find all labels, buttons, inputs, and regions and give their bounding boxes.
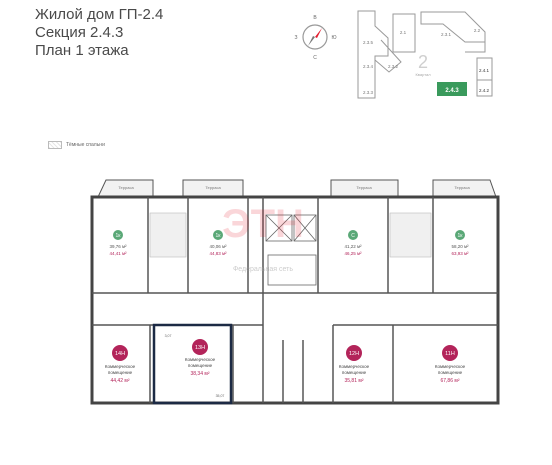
- unit-11n[interactable]: 11Н Коммерческое помещение 67,86 м²: [435, 345, 466, 384]
- floor-plan: Терраса Терраса Терраса Терраса: [90, 179, 500, 405]
- unit-area: 35,81 м²: [344, 378, 363, 384]
- unit-area-total: 46,25 м²: [344, 251, 362, 256]
- keyplan-cell: 2.4.2: [479, 88, 490, 93]
- unit-4[interactable]: 1к 58,20 м² 63,93 м²: [451, 230, 469, 256]
- terrace-label: Терраса: [356, 185, 372, 190]
- unit-area-total: 63,93 м²: [451, 251, 469, 256]
- terrace-label: Терраса: [205, 185, 221, 190]
- unit-tag-badge: [112, 345, 128, 361]
- unit-name: Коммерческое: [435, 364, 466, 369]
- keyplan-highlight: 2.4.3: [445, 88, 459, 94]
- keyplan-caption: Квартал: [415, 72, 431, 77]
- legend: Тёмные спальни: [48, 141, 105, 149]
- unit-area: 44,42 м²: [110, 378, 129, 384]
- unit-13-outline[interactable]: [152, 323, 233, 405]
- unit-area-total: 44,41 м²: [109, 251, 127, 256]
- unit-13n[interactable]: 13Н Коммерческое помещение 38,34 м² 3,07…: [165, 334, 225, 398]
- unit-tag-badge: [346, 345, 362, 361]
- unit-name: Коммерческое: [339, 364, 370, 369]
- unit-tag-badge: [213, 230, 223, 240]
- unit-3[interactable]: С 41,22 м² 46,25 м²: [344, 230, 362, 256]
- compass-n: В: [313, 15, 317, 21]
- keyplan-cell: 2.3.3: [363, 90, 374, 95]
- unit-area-total: 44,83 м²: [209, 251, 227, 256]
- compass-s: С: [313, 55, 317, 61]
- unit-name: Коммерческое: [105, 364, 136, 369]
- room-area: 3,07: [165, 334, 172, 338]
- compass-icon: В С Ю З: [294, 15, 336, 61]
- unit-tag: 14Н: [115, 351, 125, 357]
- unit-tag: 13Н: [195, 345, 205, 351]
- room-area: 35,07: [216, 394, 225, 398]
- keyplan-cell: 2.3.2: [388, 64, 399, 69]
- unit-tag: 11Н: [445, 351, 455, 357]
- keyplan-cell: 2.1: [400, 30, 407, 35]
- unit-tag-badge: [348, 230, 358, 240]
- watermark-brand: ЭТН: [222, 202, 304, 246]
- unit-name: помещение: [438, 370, 463, 375]
- keyplan-cell: 2.2: [474, 28, 481, 33]
- unit-area: 41,22 м²: [344, 244, 362, 249]
- unit-area: 58,20 м²: [451, 244, 469, 249]
- unit-tag-badge: [192, 339, 208, 355]
- watermark-sub: Федеральная сеть: [233, 266, 293, 273]
- unit-name: помещение: [342, 370, 367, 375]
- keyplan-number: 2: [418, 52, 428, 72]
- section-title: Секция 2.4.3: [35, 24, 124, 41]
- unit-area: 67,86 м²: [440, 378, 459, 384]
- keyplan-cell: 2.3.5: [363, 40, 374, 45]
- unit-name: помещение: [108, 370, 133, 375]
- compass-e: Ю: [331, 35, 336, 41]
- unit-tag-badge: [455, 230, 465, 240]
- key-plan: 2 Квартал 2.1 2.2 2.3.1 2.3.2 2.3.3 2.3.…: [357, 10, 493, 99]
- floor-title: План 1 этажа: [35, 42, 129, 59]
- unit-tag-badge: [442, 345, 458, 361]
- terrace-label: Терраса: [118, 185, 134, 190]
- unit-name: Коммерческое: [185, 357, 216, 362]
- unit-1[interactable]: 1к 39,76 м² 44,41 м²: [109, 230, 127, 256]
- unit-area: 40,06 м²: [209, 244, 227, 249]
- unit-2[interactable]: 1к 40,06 м² 44,83 м²: [209, 230, 227, 256]
- unit-name: помещение: [188, 363, 213, 368]
- unit-tag: 1к: [216, 233, 222, 239]
- keyplan-cell: 2.3.1: [441, 32, 452, 37]
- unit-tag: 12Н: [349, 351, 359, 357]
- legend-label: Тёмные спальни: [66, 142, 105, 148]
- unit-14n[interactable]: 14Н Коммерческое помещение 44,42 м²: [105, 345, 136, 384]
- unit-area: 39,76 м²: [109, 244, 127, 249]
- unit-area: 38,34 м²: [190, 371, 209, 377]
- unit-tag: С: [351, 233, 355, 239]
- legend-swatch: [48, 141, 62, 149]
- unit-tag: 1к: [116, 233, 122, 239]
- building-title: Жилой дом ГП-2.4: [35, 6, 164, 23]
- keyplan-cell: 2.3.4: [363, 64, 374, 69]
- compass-w: З: [294, 35, 297, 41]
- unit-tag-badge: [113, 230, 123, 240]
- unit-tag: 1к: [458, 233, 464, 239]
- unit-12n[interactable]: 12Н Коммерческое помещение 35,81 м²: [339, 345, 370, 384]
- keyplan-cell: 2.4.1: [479, 68, 490, 73]
- terrace-label: Терраса: [454, 185, 470, 190]
